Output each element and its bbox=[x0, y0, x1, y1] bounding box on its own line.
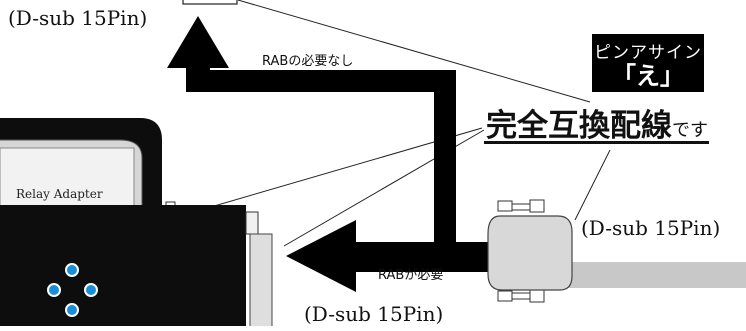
badge-line1: ピンアサイン bbox=[594, 43, 702, 63]
badge-line2: 「え」 bbox=[612, 62, 684, 90]
rab-not-needed-label: RABの必要なし bbox=[262, 54, 354, 69]
button-up-icon bbox=[65, 263, 79, 277]
rab-needed-label: RABが必要 bbox=[378, 268, 444, 283]
controller-device bbox=[0, 205, 273, 331]
top-connector bbox=[182, 0, 238, 5]
button-right-icon bbox=[84, 283, 98, 297]
pointer-line-right bbox=[574, 149, 611, 221]
relay-adapter-label: Relay Adapter bbox=[16, 187, 103, 201]
dsub-label-top: (D-sub 15Pin) bbox=[8, 6, 148, 30]
pointer-line-relay bbox=[172, 127, 483, 219]
arrow-rab-not-needed bbox=[167, 16, 456, 254]
headline-main: 完全互換配線 bbox=[486, 108, 672, 144]
headline: 完全互換配線です bbox=[486, 100, 708, 145]
arrow-rab-needed bbox=[286, 220, 490, 292]
headline-underline bbox=[484, 141, 709, 144]
dsub-label-right: (D-sub 15Pin) bbox=[581, 216, 721, 240]
pin-assign-badge: ピンアサイン 「え」 bbox=[592, 34, 704, 92]
button-left-icon bbox=[47, 283, 61, 297]
pointer-line-top bbox=[237, 0, 591, 103]
dsub-connector-right bbox=[487, 199, 746, 303]
dsub-label-bottom: (D-sub 15Pin) bbox=[304, 302, 444, 326]
headline-suffix: です bbox=[672, 120, 708, 141]
button-down-icon bbox=[65, 303, 79, 317]
